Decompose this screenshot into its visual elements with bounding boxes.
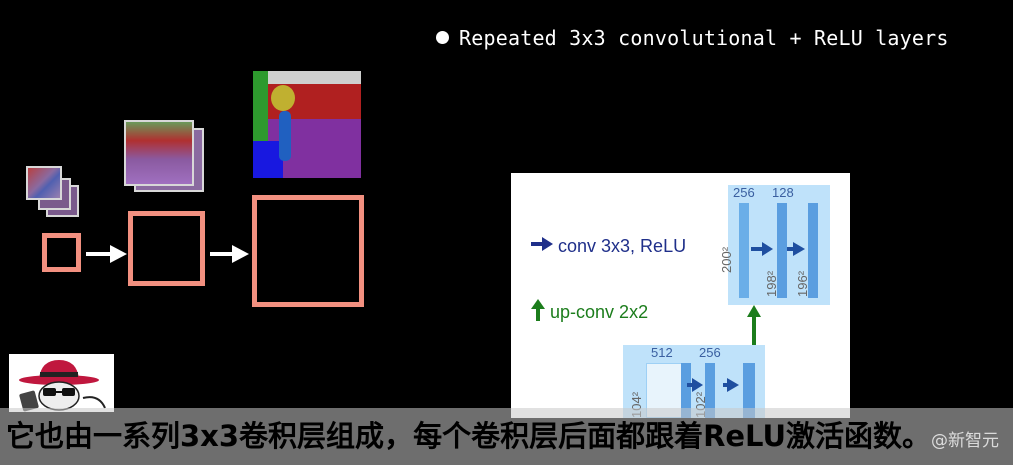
feature-map-bar	[705, 363, 715, 418]
feature-map-bar	[808, 203, 818, 298]
large-image-person	[279, 111, 291, 161]
legend-conv-label: conv 3x3, ReLU	[558, 236, 687, 256]
flow-arrows	[86, 245, 249, 263]
conv-arrow-icon	[687, 378, 703, 392]
conv-arrow-icon	[787, 242, 805, 256]
spy-mascot-icon	[19, 360, 106, 412]
conv-arrow-icon	[751, 242, 773, 256]
feature-map-bar	[743, 363, 755, 418]
medium-image	[124, 120, 194, 186]
legend-conv: conv 3x3, ReLU	[531, 236, 686, 257]
small-image	[26, 166, 62, 200]
up-conv-arrow-icon	[747, 305, 761, 349]
bullet-point: Repeated 3x3 convolutional + ReLU layers	[436, 26, 949, 50]
lower-channel-1: 512	[651, 345, 673, 360]
up-arrow-icon	[531, 299, 545, 321]
mascot-avatar	[9, 354, 114, 412]
feature-map-bar	[739, 203, 749, 298]
subtitle-bar	[0, 408, 1013, 465]
feature-map-bar	[681, 363, 691, 418]
lower-channel-2: 256	[699, 345, 721, 360]
size-label: 200²	[719, 246, 734, 273]
bullet-text: Repeated 3x3 convolutional + ReLU layers	[459, 26, 949, 50]
medium-feature-box	[128, 211, 205, 286]
bullet-dot-icon	[436, 31, 449, 44]
upper-channel-2: 128	[772, 185, 794, 200]
large-image-yellow-region	[271, 85, 295, 111]
legend-upconv-label: up-conv 2x2	[550, 302, 649, 322]
large-image	[253, 71, 361, 178]
right-arrow-icon	[86, 245, 127, 263]
conv-arrow-icon	[723, 378, 739, 392]
size-label: 198²	[764, 270, 779, 297]
subtitle-text: 它也由一系列3x3卷积层组成，每个卷积层后面都跟着ReLU激活函数。	[6, 419, 932, 453]
legend-upconv: up-conv 2x2	[531, 299, 648, 323]
unet-diagram-panel: conv 3x3, ReLU up-conv 2x2 256 128 200² …	[511, 173, 850, 418]
size-label: 196²	[795, 270, 810, 297]
conv-arrow-icon	[531, 237, 553, 251]
small-feature-box	[42, 233, 81, 272]
right-arrow-icon	[210, 245, 249, 263]
feature-map-bar	[777, 203, 787, 298]
conv-arrows-lower	[687, 378, 739, 392]
large-feature-box	[252, 195, 364, 307]
watermark: @新智元	[931, 431, 999, 451]
upper-channel-1: 256	[733, 185, 755, 200]
large-image-blue-region	[253, 141, 283, 178]
conv-arrows-upper	[751, 242, 805, 256]
